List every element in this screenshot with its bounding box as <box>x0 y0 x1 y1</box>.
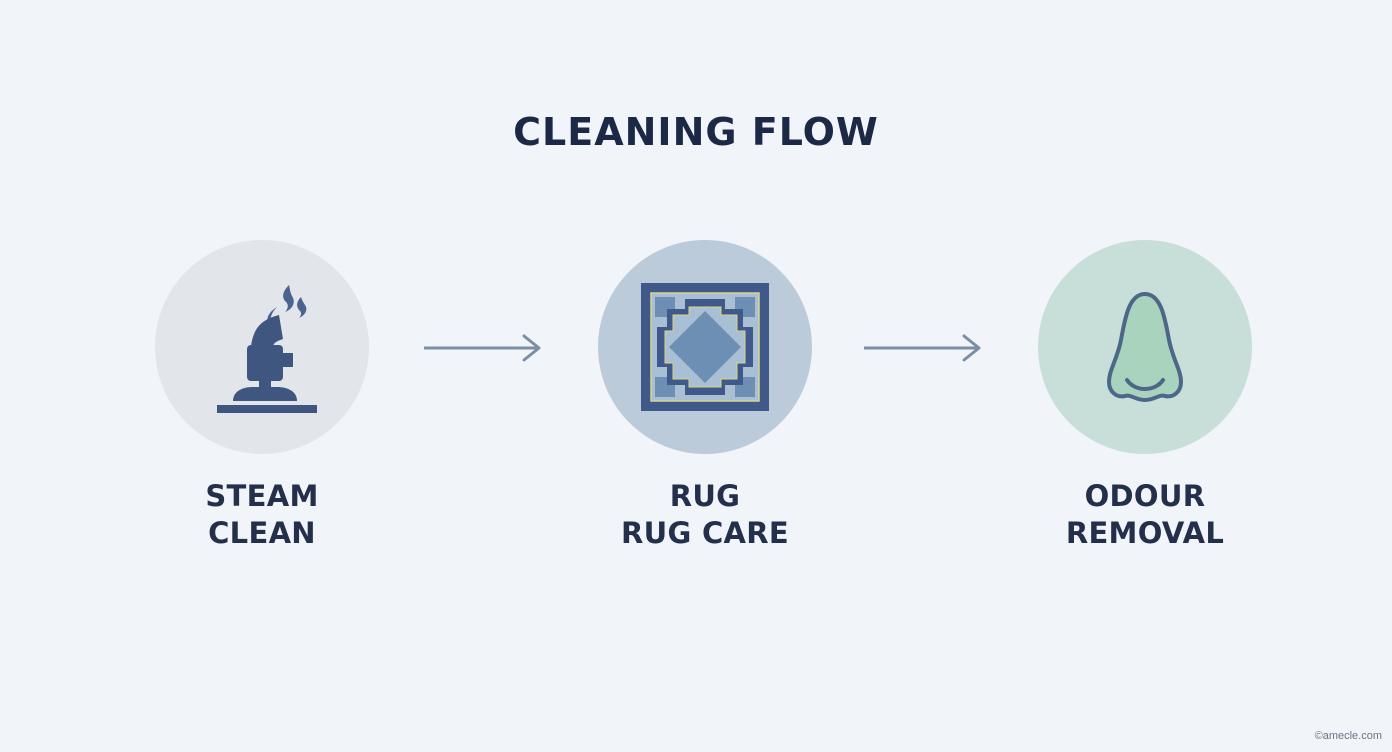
flow-arrow <box>424 334 541 362</box>
rug-icon <box>641 283 769 411</box>
nose-icon <box>1107 292 1183 402</box>
step-circle <box>1038 240 1252 454</box>
step-label: RUG RUG CARE <box>538 478 872 552</box>
step-circle <box>598 240 812 454</box>
step-label-line1: RUG <box>669 479 741 513</box>
step-label: STEAM CLEAN <box>95 478 429 552</box>
step-label-line1: STEAM <box>205 479 319 513</box>
flow-arrow <box>864 334 981 362</box>
step-steam-clean: STEAM CLEAN <box>155 240 369 550</box>
steam-cleaner-icon <box>217 285 317 413</box>
step-circle <box>155 240 369 454</box>
watermark-credit: ©amecle.com <box>1314 730 1382 742</box>
step-label-line2: RUG CARE <box>620 516 790 550</box>
step-label-line2: CLEAN <box>208 516 316 550</box>
diagram-title: CLEANING FLOW <box>513 110 879 154</box>
step-odour-removal: ODOUR REMOVAL <box>1038 240 1252 550</box>
step-rug-care: RUG RUG CARE <box>598 240 812 550</box>
step-label-line2: REMOVAL <box>1065 516 1225 550</box>
step-label-line1: ODOUR <box>1084 479 1206 513</box>
step-label: ODOUR REMOVAL <box>978 478 1312 552</box>
